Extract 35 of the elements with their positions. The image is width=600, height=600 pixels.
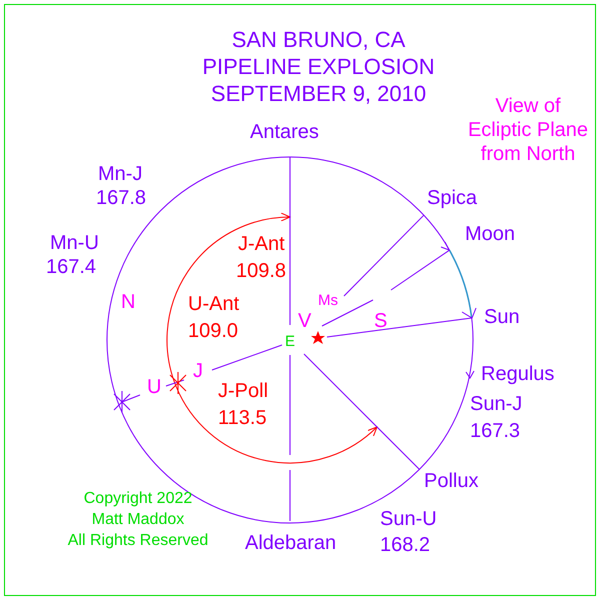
aspect-value: 167.8: [96, 187, 146, 210]
star-name: Regulus: [481, 363, 554, 386]
planet-label: N: [121, 291, 136, 314]
aspect-label: J-Poll: [218, 380, 268, 403]
aspect-value: 167.3: [470, 420, 520, 443]
copyright-text: Copyright 2022: [84, 490, 192, 508]
copyright-text: Matt Maddox: [92, 511, 184, 530]
planet-label: J: [193, 360, 203, 383]
aspect-value: 113.5: [218, 407, 267, 430]
star-name: Antares: [250, 121, 319, 144]
note-text: Ecliptic Plane: [468, 119, 588, 142]
planet-label: S: [374, 310, 388, 333]
aspect-value: 167.4: [46, 256, 96, 279]
copyright-text: All Rights Reserved: [68, 532, 208, 550]
star-name: Aldebaran: [245, 532, 336, 555]
planet-label: E: [285, 333, 296, 350]
note-text: from North: [480, 143, 576, 166]
title: SAN BRUNO, CA PIPELINE EXPLOSION SEPTEMBER 9, 2010: [201, 26, 436, 107]
planet-label: U: [147, 376, 162, 399]
note-text: View of: [495, 95, 561, 118]
aspect-label: Sun-J: [470, 393, 522, 416]
aspect-value: 109.0: [188, 320, 238, 343]
planet-label: Ms: [318, 292, 338, 310]
aspect-value: 109.8: [236, 260, 286, 283]
aspect-label: Sun-U: [380, 508, 437, 531]
body-name: Sun: [484, 306, 520, 329]
aspect-label: J-Ant: [238, 233, 285, 256]
aspect-label: Mn-U: [50, 232, 99, 255]
star-name: Pollux: [424, 470, 478, 493]
aspect-label: Mn-J: [98, 163, 142, 186]
star-name: Spica: [427, 187, 478, 210]
planet-label: V: [298, 310, 312, 333]
aspect-label: U-Ant: [188, 293, 240, 316]
body-name: Moon: [465, 223, 516, 246]
aspect-value: 168.2: [380, 534, 430, 557]
